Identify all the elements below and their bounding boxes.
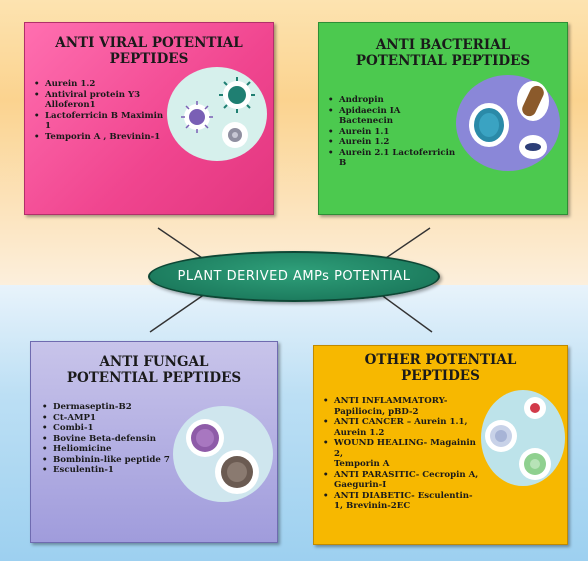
list-item: Aurein 1.2 (334, 427, 385, 438)
list-item: Ct-AMP1 (41, 413, 181, 424)
antiviral-title: ANTI VIRAL POTENTIAL PEPTIDES (25, 35, 273, 67)
antifungal-title: ANTI FUNGAL POTENTIAL PEPTIDES (31, 354, 277, 386)
list-item: Lactoferricin B Maximin 1 (33, 111, 168, 132)
list-item: Aurein 1.1 (327, 127, 457, 138)
list-item: Temporin A , Brevinin-1 (33, 132, 168, 143)
list-item: ANTI PARASITIC- Cecropin A, (322, 470, 482, 481)
list-item: Heliomicine (41, 444, 181, 455)
list-item: Papiliocin, pBD-2 (334, 406, 419, 417)
list-item: Bombinin-like peptide 7 (41, 455, 181, 466)
antifungal-list: Dermaseptin-B2 Ct-AMP1 Combi-1 Bovine Be… (41, 402, 181, 476)
list-item: B (339, 158, 347, 168)
list-item: Antiviral protein Y3 (33, 90, 168, 101)
other-title: OTHER POTENTIAL PEPTIDES (314, 352, 567, 384)
list-item: Andropin (327, 95, 457, 106)
bacteria-illustration-icon (456, 75, 560, 171)
list-item: ANTI INFLAMMATORY- (322, 396, 482, 407)
antiviral-box: ANTI VIRAL POTENTIAL PEPTIDES Aurein 1.2… (24, 22, 274, 215)
list-item: ANTI CANCER – Aurein 1.1, (322, 417, 482, 428)
antifungal-title-line2: POTENTIAL PEPTIDES (66, 369, 242, 386)
antifungal-box: ANTI FUNGAL POTENTIAL PEPTIDES Dermasept… (30, 341, 278, 543)
antiviral-list: Aurein 1.2 Antiviral protein Y3 Allofero… (33, 79, 168, 142)
virus-illustration-icon (167, 67, 267, 161)
center-label: PLANT DERIVED AMPs POTENTIAL (177, 269, 411, 284)
antiviral-title-line1: ANTI VIRAL POTENTIAL (55, 35, 243, 51)
list-item: Aurein 1.2 (327, 137, 457, 148)
antibacterial-title: ANTI BACTERIAL POTENTIAL PEPTIDES (319, 37, 567, 69)
list-item: Gaegurin-I (334, 480, 387, 490)
other-box: OTHER POTENTIAL PEPTIDES ANTI INFLAMMATO… (313, 345, 568, 545)
list-item: Dermaseptin-B2 (41, 402, 181, 413)
other-title-line2: PEPTIDES (401, 367, 480, 384)
list-item: Alloferon1 (45, 100, 96, 110)
antibacterial-title-line2: POTENTIAL PEPTIDES (355, 52, 531, 69)
other-list: ANTI INFLAMMATORY- Papiliocin, pBD-2 ANT… (322, 396, 482, 512)
list-item: WOUND HEALING- Magainin 2, (322, 438, 482, 459)
list-item: Esculentin-1 (41, 465, 181, 476)
cell-illustration-icon (481, 390, 565, 486)
list-item: Bovine Beta-defensin (41, 434, 181, 445)
center-oval: PLANT DERIVED AMPs POTENTIAL (148, 251, 440, 302)
list-item: Temporin A (334, 459, 390, 469)
fungus-illustration-icon (173, 406, 273, 502)
antifungal-title-line1: ANTI FUNGAL (99, 354, 209, 370)
antiviral-title-line2: PEPTIDES (109, 50, 189, 67)
list-item: 1, Brevinin-2EC (334, 501, 411, 511)
list-item: Apidaecin IA Bactenecin (327, 106, 457, 127)
antibacterial-box: ANTI BACTERIAL POTENTIAL PEPTIDES Androp… (318, 22, 568, 215)
list-item: Aurein 1.2 (33, 79, 168, 90)
antibacterial-list: Andropin Apidaecin IA Bactenecin Aurein … (327, 95, 457, 169)
antibacterial-title-line1: ANTI BACTERIAL (375, 37, 511, 53)
list-item: ANTI DIABETIC- Esculentin- (322, 491, 482, 502)
list-item: Combi-1 (41, 423, 181, 434)
list-item: Aurein 2.1 Lactoferricin (327, 148, 457, 159)
other-title-line1: OTHER POTENTIAL (364, 352, 517, 368)
